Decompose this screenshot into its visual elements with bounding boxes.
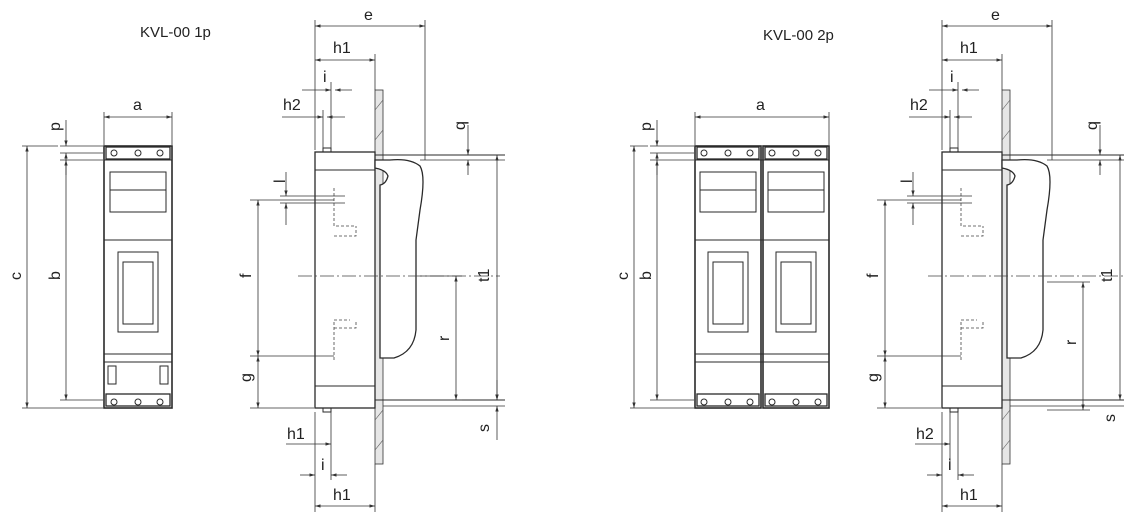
label-r-2p: r (1063, 339, 1080, 345)
title-kvl-00-2p: KVL-00 2p (763, 27, 834, 44)
label-r: r (436, 335, 453, 341)
dimension-c-1p: c (8, 145, 103, 409)
label-a-2p: a (756, 97, 765, 114)
label-l-2p: l (899, 179, 916, 183)
dimension-l-2p: l (899, 172, 972, 225)
dimension-b-1p: b (47, 159, 103, 401)
label-e: e (364, 7, 373, 24)
dimension-r-1p: r (420, 275, 462, 401)
dimension-s-2p: s (1010, 405, 1124, 422)
label-i-bottom-2p: i (948, 457, 952, 474)
label-g: g (238, 373, 255, 382)
front-view-2p (694, 145, 830, 409)
dimension-p-2p: p (638, 120, 694, 175)
label-f-2p: f (865, 273, 882, 278)
front-view-1p (103, 145, 173, 409)
label-e-2p: e (991, 7, 1000, 24)
side-view-2p (928, 89, 1124, 465)
label-q-2p: q (1084, 121, 1101, 130)
dimension-g-1p: g (238, 356, 314, 409)
dimension-i-top-2p: i (929, 69, 979, 148)
dimension-i-bottom-2p: i (927, 412, 974, 512)
dimension-b-2p: b (638, 159, 694, 401)
label-c: c (8, 272, 25, 280)
dimension-h2-1p: h2 (282, 97, 345, 148)
label-h1-bottom-2p: h1 (960, 487, 978, 504)
label-c-2p: c (615, 272, 632, 280)
dimension-i-top-1p: i (302, 69, 352, 148)
label-h1-bottom: h1 (333, 487, 351, 504)
dimension-c-2p: c (615, 145, 694, 409)
label-b-2p: b (638, 271, 655, 280)
dimension-e-2p: e (941, 7, 1053, 160)
label-t1: t1 (476, 269, 493, 282)
label-h1-top: h1 (333, 40, 351, 57)
label-h2-bottom-2p: h2 (916, 426, 934, 443)
dimension-a-1p: a (103, 97, 173, 145)
dimension-g-2p: g (865, 356, 941, 409)
label-p-2p: p (638, 122, 655, 131)
dimension-h1-top-1p: h1 (315, 40, 376, 90)
label-i-top: i (323, 69, 327, 86)
dimension-f-1p: f (238, 199, 334, 357)
label-i-bottom: i (321, 457, 325, 474)
label-s: s (476, 424, 493, 432)
label-h2-top-2p: h2 (910, 97, 928, 114)
dimension-q-1p: q (420, 121, 505, 175)
label-t1-2p: t1 (1099, 269, 1116, 282)
title-kvl-00-1p: KVL-00 1p (140, 24, 211, 41)
dimension-h2-bottom-2p: h2 (915, 412, 951, 470)
dimension-h1-bottom-2p: h1 (942, 464, 1003, 512)
dimension-e-1p: e (314, 7, 426, 160)
label-i-top-2p: i (950, 69, 954, 86)
label-p: p (47, 122, 64, 131)
dimension-f-2p: f (865, 199, 961, 357)
label-f: f (238, 273, 255, 278)
dimension-t1-1p: t1 (476, 155, 499, 400)
dimension-q-2p: q (1047, 121, 1124, 175)
label-a: a (133, 97, 142, 114)
dimension-l-1p: l (272, 172, 345, 225)
dimension-s-1p: s (383, 380, 505, 440)
dimension-p-1p: p (47, 120, 103, 175)
label-h2: h2 (283, 97, 301, 114)
label-h1-mid: h1 (287, 426, 305, 443)
side-view-1p (298, 89, 505, 465)
dimension-h2-top-2p: h2 (909, 97, 972, 148)
label-g-2p: g (865, 373, 882, 382)
dimension-t1-2p: t1 (1099, 155, 1122, 400)
label-h1-top-2p: h1 (960, 40, 978, 57)
label-q: q (452, 121, 469, 130)
dimension-h1-mid-1p: h1 (286, 412, 332, 480)
label-l: l (272, 179, 289, 183)
dimension-a-2p: a (694, 97, 830, 145)
label-b: b (47, 271, 64, 280)
dimension-r-2p: r (1047, 281, 1090, 411)
dimension-h1-bottom-1p: h1 (315, 464, 376, 512)
label-s-2p: s (1102, 414, 1119, 422)
dimension-h1-top-2p: h1 (942, 40, 1003, 90)
dimension-i-bottom-1p: i (300, 412, 347, 512)
